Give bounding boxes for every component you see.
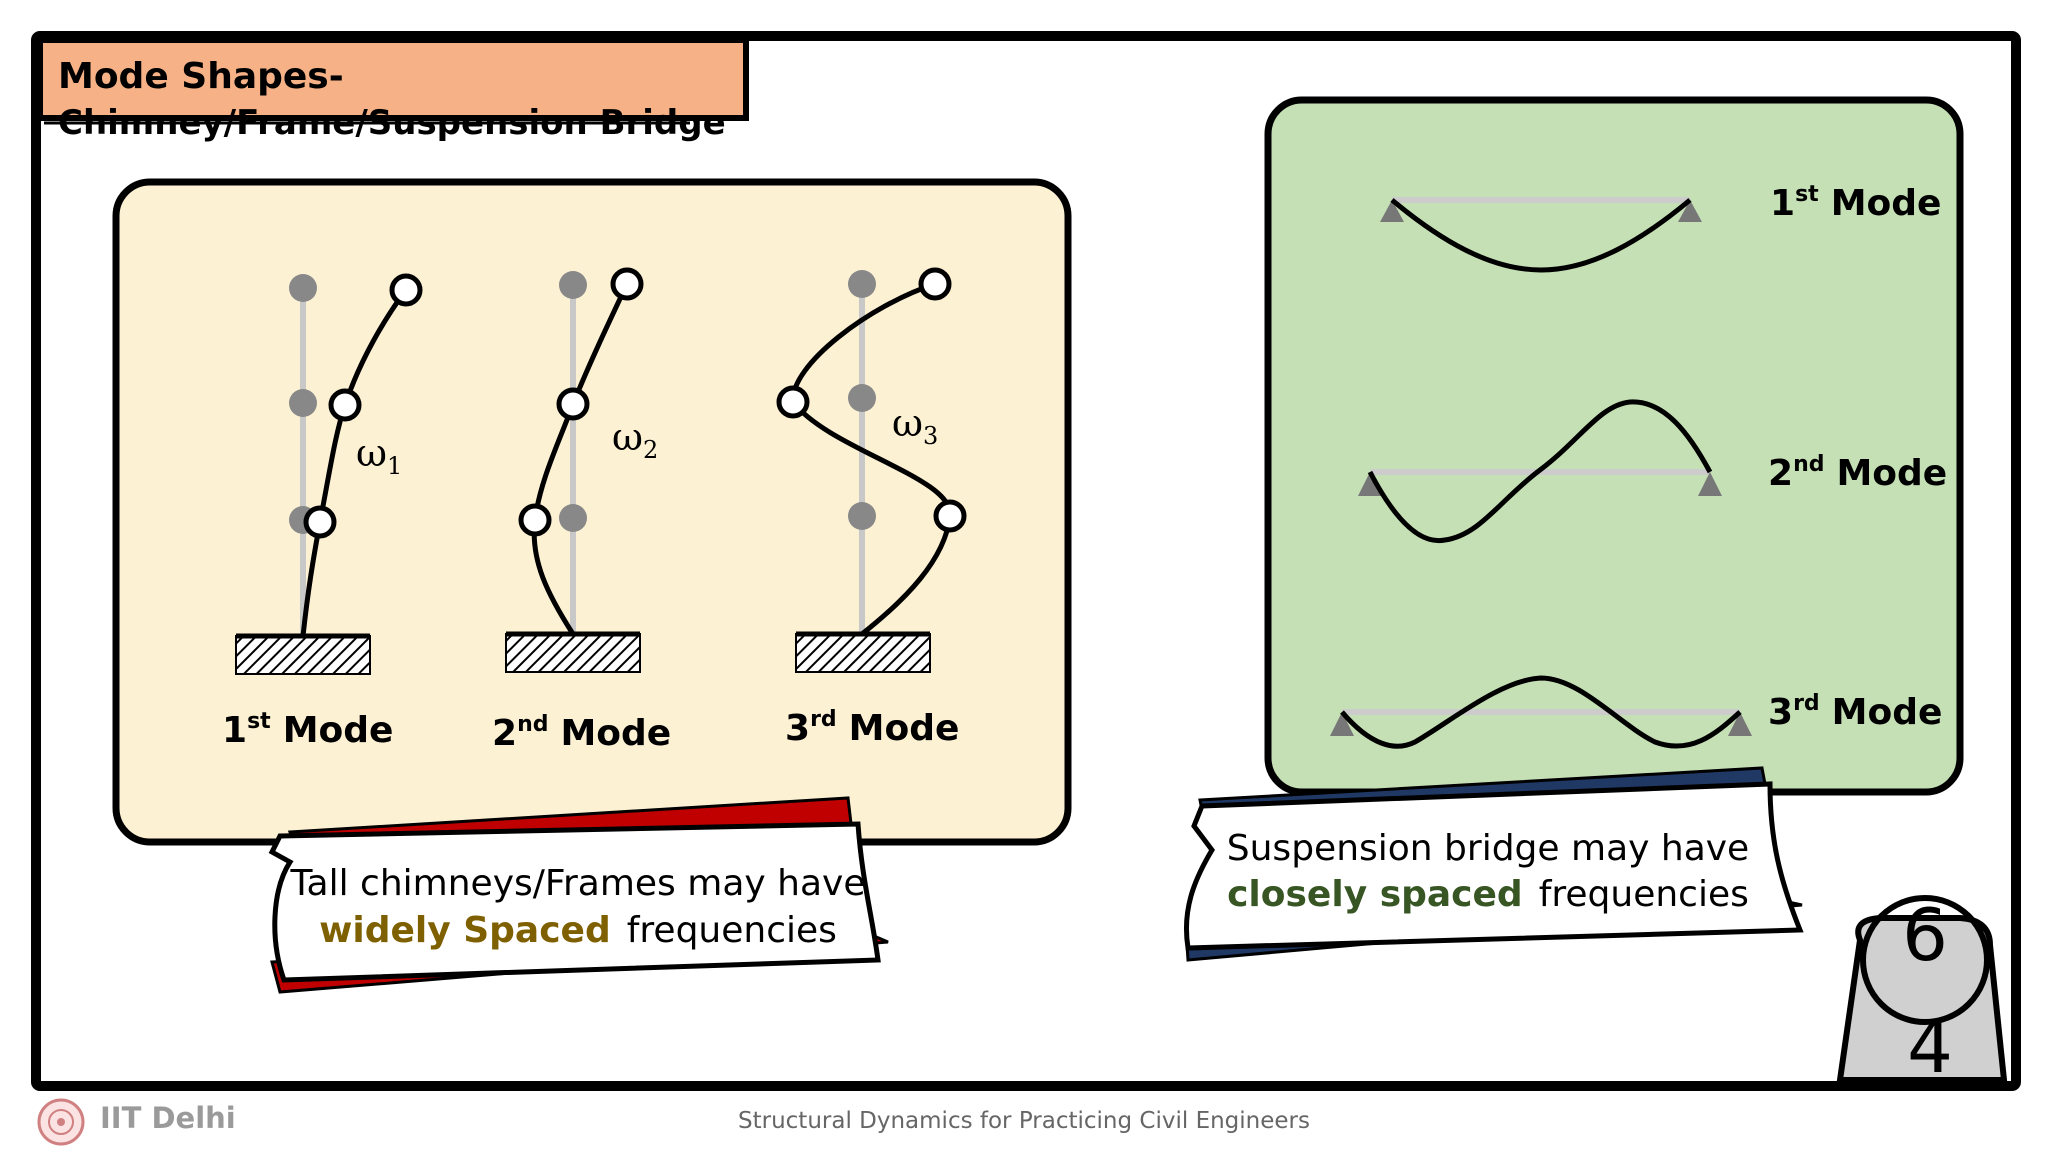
displaced-node: [776, 385, 810, 419]
undeformed-node: [289, 274, 317, 302]
iit-delhi-logo-icon: [37, 1098, 85, 1146]
displaced-node: [303, 505, 337, 539]
omega-label: ω1: [356, 431, 402, 480]
displaced-node: [933, 499, 967, 533]
pin-support: [1698, 472, 1722, 496]
mode-shape-curve: [790, 281, 953, 636]
undeformed-node: [848, 502, 876, 530]
page-number-weight: 6 4: [1836, 893, 2008, 1089]
footer-brand: IIT Delhi: [100, 1101, 236, 1135]
chimney-banner: Tall chimneys/Frames may have widely Spa…: [268, 796, 889, 994]
displaced-node: [610, 267, 644, 301]
undeformed-node: [559, 504, 587, 532]
pin-support: [1358, 472, 1382, 496]
fixed-support: [505, 633, 641, 673]
pin-support: [1678, 200, 1702, 222]
title-box: Mode Shapes- Chimney/Frame/Suspension Br…: [37, 37, 749, 143]
mode-shape-curve: [1390, 198, 1692, 273]
slide-title-line1: Mode Shapes-: [58, 56, 344, 97]
undeformed-node: [848, 270, 876, 298]
displaced-node: [389, 273, 423, 307]
page-number-top: 6: [1902, 893, 1948, 977]
displaced-node: [556, 387, 590, 421]
displaced-node: [328, 388, 362, 422]
footer-course-title: Structural Dynamics for Practicing Civil…: [738, 1108, 1310, 1134]
page-number-bottom: 4: [1907, 1005, 1953, 1089]
mode-shape-curve: [1367, 399, 1713, 544]
undeformed-node: [848, 384, 876, 412]
pin-support: [1728, 712, 1752, 736]
pin-support: [1330, 712, 1354, 736]
undeformed-node: [289, 389, 317, 417]
displaced-node: [918, 267, 952, 301]
fixed-support: [235, 635, 371, 675]
weight-ring: [1860, 895, 1990, 1025]
undeformed-node: [559, 271, 587, 299]
omega-label: ω3: [892, 401, 938, 450]
mode-shape-curve: [531, 282, 630, 636]
bridge-banner-line1: Suspension bridge may have: [1227, 828, 1749, 869]
ribbon-front: [1183, 781, 1804, 951]
ribbon-front: [268, 821, 881, 983]
bridge-banner: Suspension bridge may have closely space…: [1183, 766, 1804, 962]
mode-shape-curve: [1340, 675, 1742, 749]
omega-label: ω2: [612, 415, 658, 464]
displaced-node: [518, 503, 552, 537]
pin-support: [1380, 200, 1404, 222]
mode-shape-curve: [300, 288, 409, 637]
fixed-support: [795, 633, 931, 673]
weight-body: [1836, 915, 2008, 1083]
chimney-banner-line1: Tall chimneys/Frames may have: [290, 863, 866, 904]
